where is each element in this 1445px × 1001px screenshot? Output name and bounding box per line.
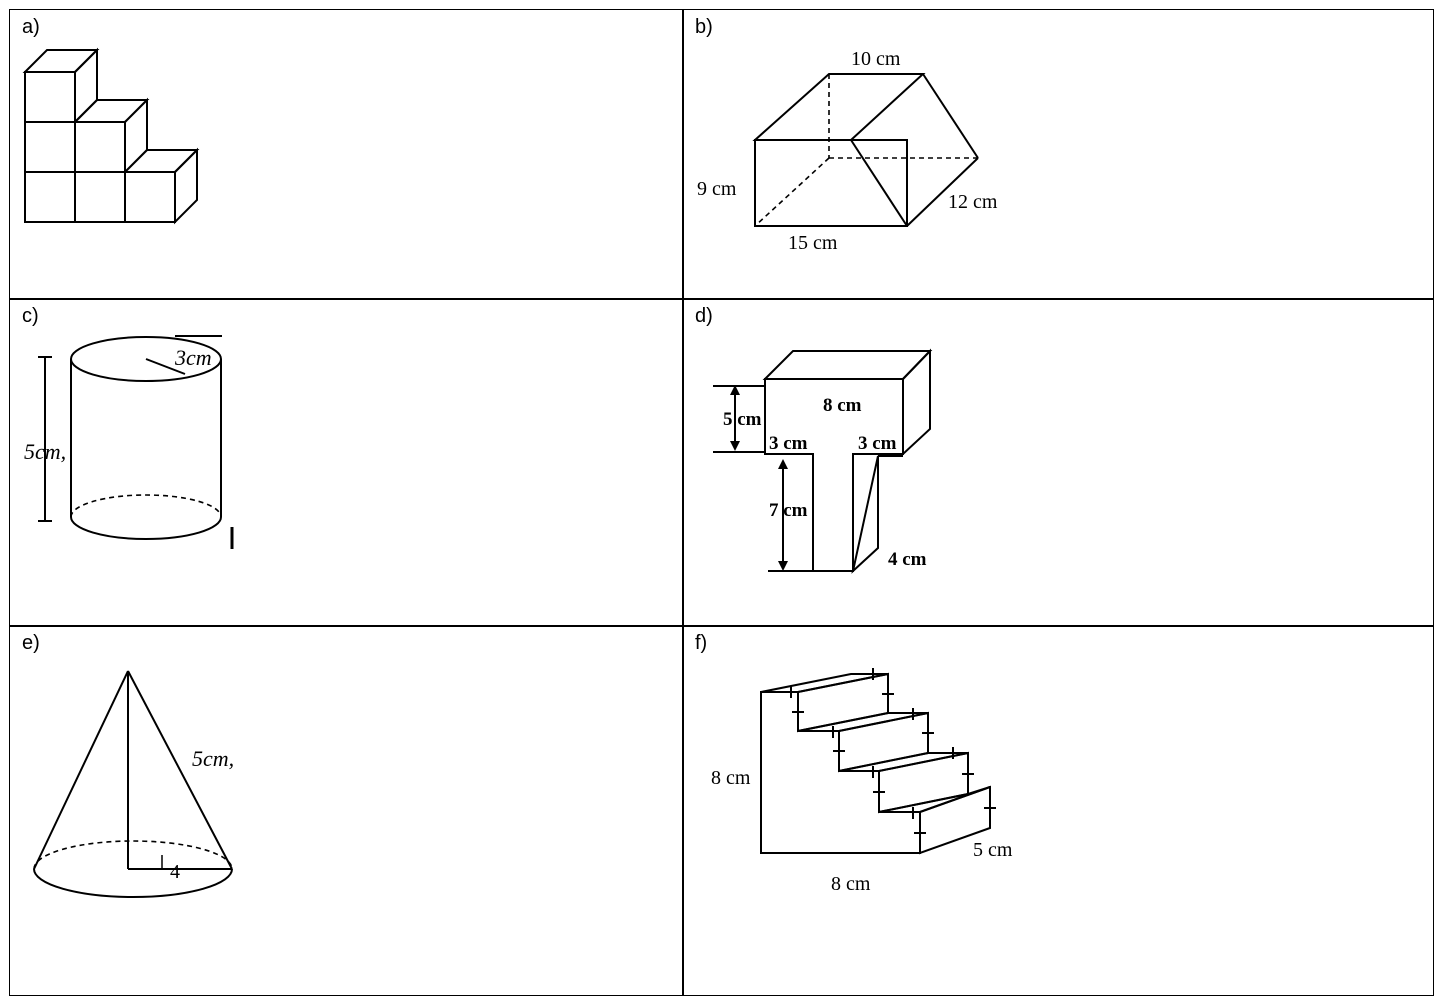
- cell-label: c): [22, 305, 39, 327]
- dim-length: 8 cm: [831, 873, 871, 895]
- stairs-figure: 8 cm 8 cm 5 cm: [711, 668, 1013, 895]
- cell-c: c) 3cm 5cm,: [10, 299, 682, 625]
- dim-height: 8 cm: [711, 767, 751, 789]
- cell-e: e) 5cm, 4: [10, 626, 682, 997]
- dim-depth: 5 cm: [973, 839, 1013, 861]
- dim-top-height: 5 cm: [723, 409, 762, 430]
- t-prism-figure: 5 cm 8 cm 3 cm 3 cm 7 cm 4 cm: [713, 348, 933, 574]
- dim-left-overhang: 3 cm: [769, 433, 808, 454]
- prism-figure: 10 cm 9 cm 12 cm 15 cm: [697, 48, 998, 254]
- cell-label: d): [695, 305, 713, 327]
- dim-radius: 4: [170, 861, 180, 883]
- cell-b: b) 10 cm 9 cm 12 cm 15 cm: [683, 10, 1435, 298]
- cone-figure: 5cm, 4: [33, 670, 234, 898]
- dim-radius: 3cm: [174, 345, 212, 370]
- dim-right-overhang: 3 cm: [858, 433, 897, 454]
- row-divider-2: [10, 625, 1433, 627]
- dim-slant: 12 cm: [948, 191, 998, 213]
- dim-height: 9 cm: [697, 178, 737, 200]
- cell-d: d): [683, 299, 1435, 625]
- row-divider-1: [10, 298, 1433, 300]
- cell-label: e): [22, 632, 40, 654]
- shapes-table: a) b): [9, 9, 1434, 996]
- cell-a: a): [10, 10, 682, 298]
- dim-top-width: 8 cm: [823, 395, 862, 416]
- cell-f: f): [683, 626, 1435, 997]
- dim-bottom: 15 cm: [788, 232, 838, 254]
- dim-slant: 5cm,: [192, 746, 234, 771]
- dim-depth: 4 cm: [888, 549, 927, 570]
- cylinder-figure: 3cm 5cm,: [24, 335, 234, 549]
- cell-label: b): [695, 16, 713, 38]
- column-divider: [682, 10, 684, 995]
- cell-label: a): [22, 16, 40, 38]
- cell-label: f): [695, 632, 708, 654]
- dim-top: 10 cm: [851, 48, 901, 70]
- dim-height: 5cm,: [24, 439, 66, 464]
- cube-stack-figure: [22, 47, 200, 225]
- dim-stem-height: 7 cm: [769, 500, 808, 521]
